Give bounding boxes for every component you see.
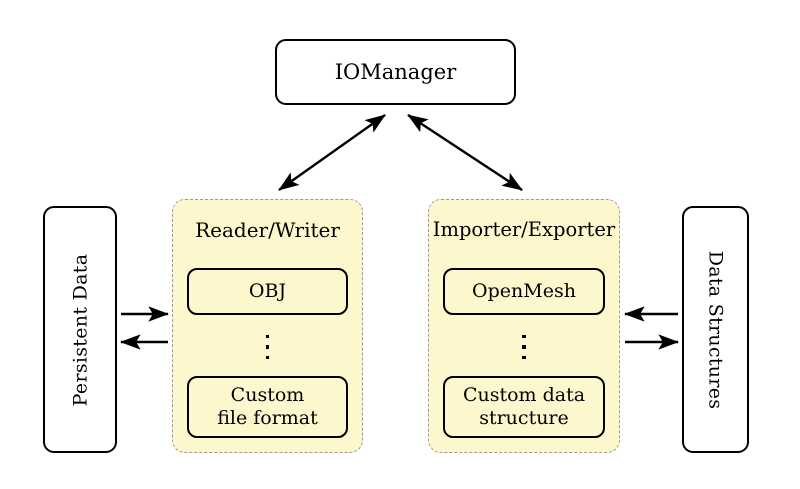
vertical-ellipsis-icon (173, 326, 362, 368)
node-data-structures-label: Data Structures (704, 250, 727, 409)
item-openmesh-label: OpenMesh (472, 279, 576, 302)
item-obj[interactable]: OBJ (187, 268, 348, 315)
group-reader-writer-title: Reader/Writer (195, 218, 340, 242)
node-data-structures[interactable]: Data Structures (682, 206, 749, 453)
arrow-manager-importer-exporter (407, 113, 523, 192)
node-persistent-data-label: Persistent Data (69, 253, 91, 406)
vertical-ellipsis-icon (429, 326, 619, 368)
arrow-manager-reader-writer (278, 114, 386, 191)
node-iomanager[interactable]: IOManager (275, 39, 516, 105)
item-obj-label: OBJ (248, 279, 287, 302)
node-iomanager-label: IOManager (334, 59, 457, 84)
node-persistent-data[interactable]: Persistent Data (43, 206, 117, 453)
group-importer-exporter-title: Importer/Exporter (432, 218, 616, 241)
item-openmesh[interactable]: OpenMesh (443, 268, 605, 315)
